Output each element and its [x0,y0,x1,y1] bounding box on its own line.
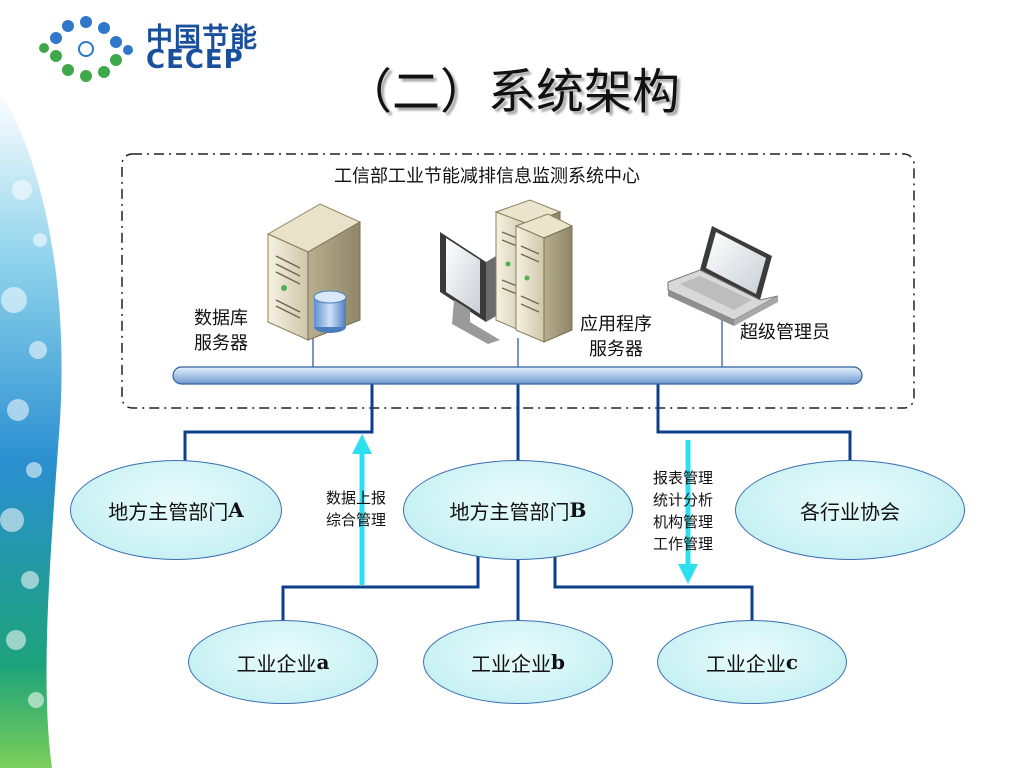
down-annotation: 报表管理 统计分析 机构管理 工作管理 [653,469,714,553]
db-server-label: 数据库 服务器 [194,308,248,354]
admin-label: 超级管理员 [740,322,830,343]
laptop-icon [667,226,779,326]
up-annotation: 数据上报 综合管理 [326,489,387,529]
app-server-label: 应用程序 服务器 [580,314,652,360]
arrow-down-icon [678,440,698,584]
network-bus [172,366,863,385]
logo-mark-icon [39,16,133,82]
center-label: 工信部工业节能减排信息监测系统中心 [334,166,640,187]
database-server-icon [266,203,362,341]
slide-title: （二）系统架构 [343,64,680,120]
logo-chinese: 中国节能 [146,23,258,54]
application-server-icon [440,199,574,344]
logo-english: CECEP [146,45,244,75]
node-association: 各行业协会 [735,460,965,560]
arrow-up-icon [352,434,372,585]
connection-lines [183,384,852,622]
